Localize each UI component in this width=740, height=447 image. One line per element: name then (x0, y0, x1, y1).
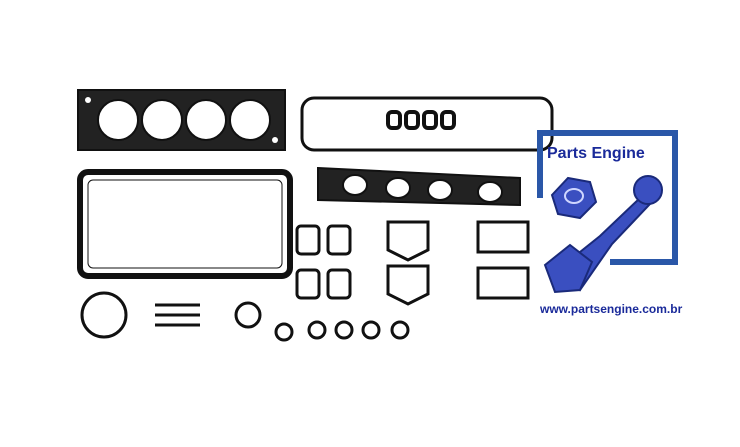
logo-url: www.partsengine.com.br (540, 302, 683, 316)
wrench-icon (543, 175, 663, 294)
head-gasket (77, 89, 286, 151)
manifold-gasket (317, 166, 521, 207)
oil-pan-gasket (77, 169, 293, 279)
small-gaskets (80, 220, 530, 342)
logo-title: Parts Engine (547, 145, 645, 162)
hex-nut-icon (550, 176, 598, 220)
valve-cover-gasket (300, 96, 554, 152)
